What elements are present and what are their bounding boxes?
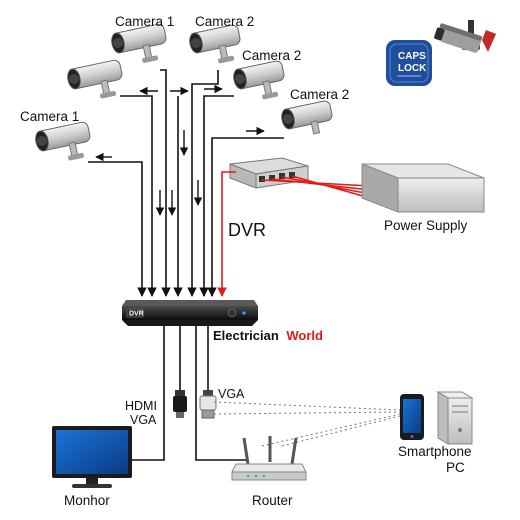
logo-line-1: CAPS	[398, 51, 426, 62]
brand-label: Electrician World	[213, 328, 323, 343]
camera-top-left-label: Camera 1	[115, 14, 174, 29]
camera-right-label: Camera 2	[290, 87, 349, 102]
pc-label: PC	[446, 460, 465, 475]
router-device	[231, 436, 307, 481]
output-cables	[132, 326, 246, 461]
camera-mid-left	[67, 59, 123, 99]
power-splitter	[229, 157, 309, 189]
vga-connector	[199, 390, 217, 419]
monitor-device	[52, 426, 132, 488]
caps-lock-logo: CAPS LOCK	[386, 40, 432, 86]
camera-top-right	[189, 24, 241, 64]
security-camera-icon	[434, 20, 496, 53]
camera-top-left	[111, 23, 167, 63]
brand-word-2: World	[286, 328, 323, 343]
camera-left-label: Camera 1	[20, 109, 79, 124]
camera-mid-right-label: Camera 2	[242, 48, 301, 63]
power-cables	[217, 171, 371, 297]
dvr-panel-label: DVR	[129, 311, 144, 318]
power-supply-label: Power Supply	[384, 218, 468, 233]
dvr-label: DVR	[228, 220, 266, 240]
camera-mid-right	[233, 60, 285, 100]
logo-line-2: LOCK	[398, 63, 427, 74]
signal-arrows	[95, 84, 265, 216]
camera-cables	[88, 69, 284, 297]
smartphone-device	[400, 394, 424, 440]
hdmi-label: HDMI	[125, 399, 157, 413]
network-links	[213, 401, 401, 447]
brand-word-1: Electrician	[213, 328, 279, 343]
vga-left-label: VGA	[130, 413, 157, 427]
camera-right	[281, 100, 333, 135]
hdmi-connector	[173, 390, 187, 418]
camera-top-right-label: Camera 2	[195, 14, 254, 29]
vga-right-label: VGA	[218, 387, 245, 401]
monitor-label: Monhor	[64, 493, 110, 508]
dvr-recorder	[122, 300, 258, 326]
router-label: Router	[252, 493, 293, 508]
smartphone-label: Smartphone	[398, 444, 472, 459]
power-supply-unit	[361, 163, 485, 213]
camera-left	[35, 121, 91, 161]
pc-tower-device	[436, 391, 474, 445]
